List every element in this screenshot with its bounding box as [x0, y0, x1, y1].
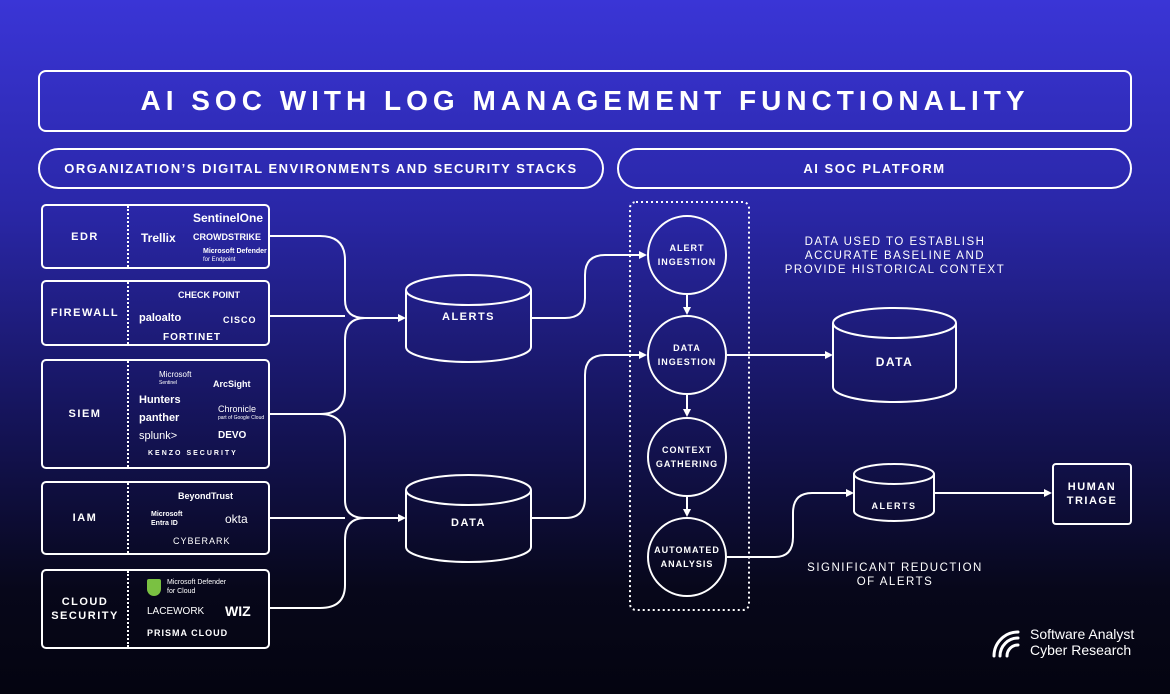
reduction-note: SIGNIFICANT REDUCTION OF ALERTS: [790, 561, 1000, 589]
sentinelone-logo: SentinelOne: [193, 211, 264, 225]
left-section-header: ORGANIZATION’S DIGITAL ENVIRONMENTS AND …: [38, 148, 604, 189]
note-line: ACCURATE BASELINE AND: [804, 250, 986, 262]
okta-logo: okta: [225, 512, 248, 526]
brand-logo: Software Analyst Cyber Research: [990, 626, 1165, 662]
note-line: PROVIDE HISTORICAL CONTEXT: [784, 264, 1006, 276]
step-context-gathering: CONTEXT GATHERING: [647, 417, 727, 497]
shield-icon: [147, 579, 161, 596]
cyberark-logo: CYBERARK: [173, 536, 231, 546]
checkpoint-logo: CHECK POINT: [178, 290, 241, 300]
note-line: OF ALERTS: [856, 576, 934, 588]
ai-soc-pipeline-frame: [629, 201, 750, 611]
step-alert-ingestion: ALERT INGESTION: [647, 215, 727, 295]
source-label: SIEM: [43, 361, 129, 467]
data-store-label: DATA: [451, 517, 486, 529]
source-edr: EDR SentinelOne Trellix CROWDSTRIKE Micr…: [41, 204, 270, 269]
chronicle-logo-sub: part of Google Cloud: [218, 415, 265, 421]
crowdstrike-logo: CROWDSTRIKE: [193, 232, 261, 242]
hunters-logo: Hunters: [139, 394, 181, 406]
ms-sentinel-logo: Microsoft: [159, 370, 192, 379]
kenzo-logo: KENZO SECURITY: [148, 450, 238, 457]
wiz-logo: WIZ: [225, 603, 251, 619]
paloalto-logo: paloalto: [139, 312, 182, 324]
brand-line: Cyber Research: [1030, 642, 1132, 658]
data-output-label: DATA: [875, 355, 914, 369]
alerts-output-label: ALERTS: [871, 501, 917, 511]
ms-sentinel-logo-sub: Sentinel: [159, 380, 178, 386]
arcsight-logo: ArcSight: [213, 379, 251, 389]
human-triage-box: HUMAN TRIAGE: [1052, 463, 1132, 525]
cisco-logo: cisco: [223, 315, 257, 325]
right-section-header: AI SOC PLATFORM: [617, 148, 1132, 189]
source-label: EDR: [43, 206, 129, 267]
panther-logo: panther: [139, 412, 180, 424]
chronicle-logo: Chronicle: [218, 404, 257, 414]
source-cloud-security: CLOUD SECURITY Microsoft Defender for Cl…: [41, 569, 270, 649]
note-line: SIGNIFICANT REDUCTION: [807, 562, 983, 574]
source-siem: SIEM Microsoft Sentinel ArcSight Hunters…: [41, 359, 270, 469]
fortinet-logo: FORTINET: [163, 332, 221, 343]
defender-cloud-logo-sub: for Cloud: [167, 588, 196, 595]
splunk-logo: splunk>: [139, 430, 178, 442]
devo-logo: DEVO: [218, 430, 247, 441]
source-iam: IAM BeyondTrust Microsoft Entra ID okta …: [41, 481, 270, 555]
page-title: AI SOC WITH LOG MANAGEMENT FUNCTIONALITY: [38, 70, 1132, 132]
source-firewall: FIREWALL CHECK POINT paloalto cisco FORT…: [41, 280, 270, 346]
source-label: CLOUD SECURITY: [43, 571, 129, 647]
database-cylinders: [405, 274, 957, 563]
beyondtrust-logo: BeyondTrust: [178, 491, 234, 501]
defender-cloud-logo: Microsoft Defender: [167, 579, 227, 586]
wifi-signal-icon: [992, 630, 1020, 658]
step-data-ingestion: DATA INGESTION: [647, 315, 727, 395]
baseline-note: DATA USED TO ESTABLISH ACCURATE BASELINE…: [770, 235, 1020, 277]
trellix-logo: Trellix: [141, 231, 176, 245]
entra-logo: Microsoft: [151, 511, 183, 518]
step-automated-analysis: AUTOMATED ANALYSIS: [647, 517, 727, 597]
defender-logo-sub: for Endpoint: [203, 257, 236, 263]
brand-line: Software Analyst: [1030, 626, 1135, 642]
source-label: FIREWALL: [43, 282, 129, 344]
source-label: IAM: [43, 483, 129, 553]
note-line: DATA USED TO ESTABLISH: [804, 236, 986, 248]
alerts-store-label: ALERTS: [442, 311, 495, 323]
lacework-logo: LACEWORK: [147, 606, 205, 617]
entra-logo-sub: Entra ID: [151, 520, 178, 527]
defender-logo: Microsoft Defender: [203, 248, 267, 255]
prisma-cloud-logo: PRISMA CLOUD: [147, 628, 229, 638]
